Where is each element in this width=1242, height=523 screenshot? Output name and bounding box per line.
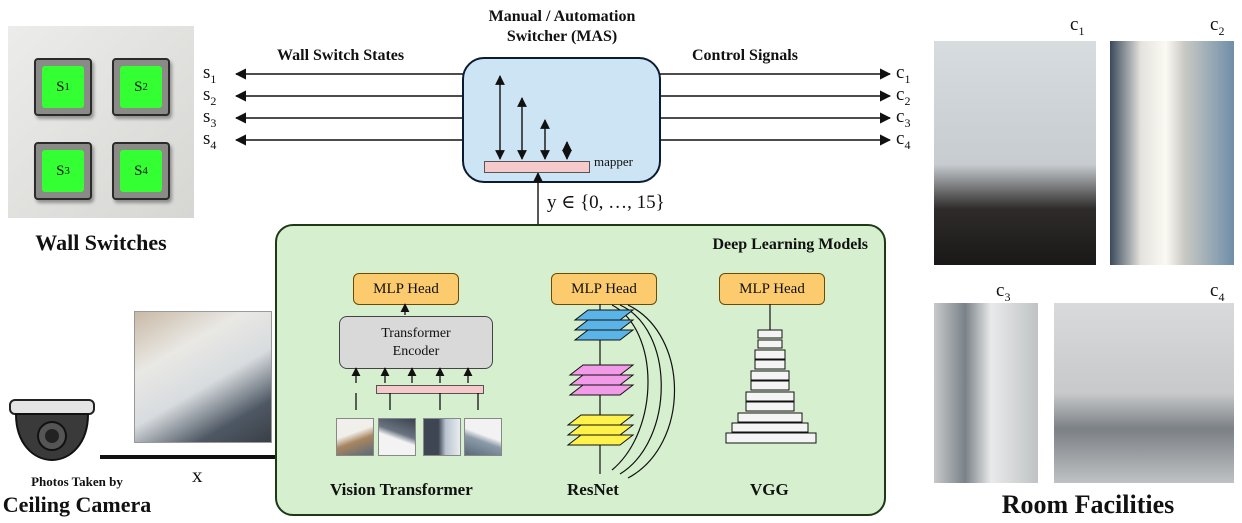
room-label-c3: c3 <box>996 280 1011 304</box>
room-label-c2: c2 <box>1210 14 1225 38</box>
wall-switch-states-header: Wall Switch States <box>277 47 405 64</box>
mapper-bar <box>484 161 590 173</box>
camera-caption-line2: Ceiling Camera <box>2 492 152 517</box>
control-label-1: c1 <box>896 62 911 86</box>
vgg-mlp-head: MLP Head <box>719 273 825 305</box>
mas-title-line2: Switcher (MAS) <box>506 28 618 45</box>
state-label-1: s1 <box>203 62 217 86</box>
room-facilities-caption: Room Facilities <box>1001 490 1175 519</box>
room-photo-ceiling-lights <box>1054 303 1234 483</box>
room-photo-piano <box>934 41 1096 265</box>
vision-transformer-label: Vision Transformer <box>330 480 473 499</box>
resnet-label: ResNet <box>567 480 619 499</box>
deep-learning-title: Deep Learning Models <box>712 236 868 253</box>
room-label-c4: c4 <box>1210 280 1225 304</box>
vgg-label: VGG <box>750 480 789 499</box>
camera-caption-line1: Photos Taken by <box>31 474 123 489</box>
control-signals-header: Control Signals <box>692 47 798 64</box>
x-label: x <box>192 463 203 487</box>
vit-mlp-head: MLP Head <box>353 273 459 305</box>
image-patch-4 <box>464 418 502 456</box>
control-label-4: c4 <box>896 128 911 152</box>
camera-icon <box>9 399 95 462</box>
wall-switches-caption: Wall Switches <box>35 230 167 255</box>
image-patch-1 <box>336 418 374 456</box>
room-label-c1: c1 <box>1070 14 1085 38</box>
control-label-3: c3 <box>896 106 911 130</box>
state-label-4: s4 <box>203 128 217 152</box>
state-label-3: s3 <box>203 106 217 130</box>
image-patch-2 <box>378 418 416 456</box>
resnet-mlp-head: MLP Head <box>551 273 657 305</box>
ceiling-photo <box>134 311 272 443</box>
state-label-2: s2 <box>203 84 217 108</box>
image-patch-3 <box>423 418 461 456</box>
vit-token-bar <box>376 385 484 394</box>
room-photo-mirror-lights <box>934 303 1038 483</box>
mas-title-line1: Manual / Automation <box>488 8 636 25</box>
control-label-2: c2 <box>896 84 911 108</box>
room-photo-lamp <box>1110 41 1234 265</box>
y-range-label: y ∈ {0, …, 15} <box>547 192 665 213</box>
mapper-label: mapper <box>594 154 633 169</box>
